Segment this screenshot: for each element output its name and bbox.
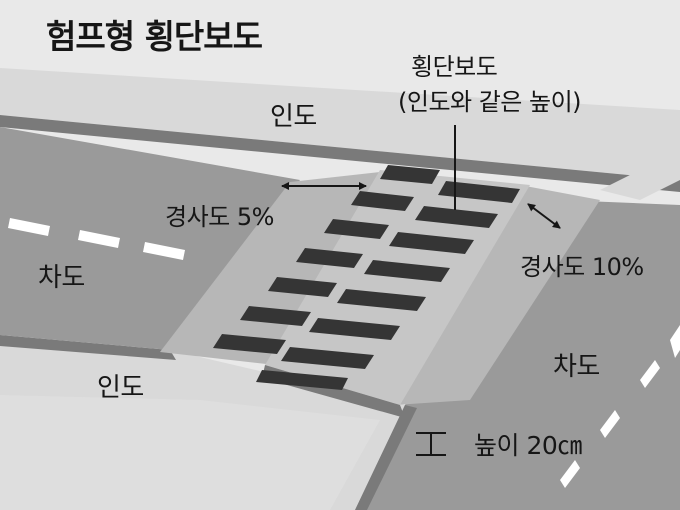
sidewalk-bottom-inner <box>0 395 380 510</box>
stripe <box>268 277 337 297</box>
label-crosswalk-note: (인도와 같은 높이) <box>398 88 582 116</box>
label-sidewalk-bottom: 인도 <box>97 373 144 403</box>
lane-dash <box>143 242 185 260</box>
stripe <box>213 334 286 354</box>
stripe <box>240 306 311 326</box>
road-left <box>0 127 300 350</box>
curb-top <box>0 115 680 192</box>
stripe <box>389 232 474 254</box>
crosswalk-stripes <box>213 165 520 390</box>
diagram-title: 험프형 횡단보도 <box>46 17 263 56</box>
stripe <box>380 165 440 184</box>
lane-dash <box>600 410 620 438</box>
label-ramp-5: 경사도 5% <box>165 203 274 231</box>
lane-dash <box>670 325 680 358</box>
hump-surface <box>265 170 530 405</box>
lane-dash <box>640 360 660 388</box>
ramp-10-dimension-arrow <box>527 203 561 229</box>
ramp-right <box>395 185 600 405</box>
stripe <box>415 206 498 228</box>
stripe <box>296 248 363 268</box>
stripe <box>351 191 414 211</box>
lane-dash <box>78 230 120 248</box>
stripe <box>324 219 389 239</box>
height-symbol <box>416 432 446 456</box>
stripe <box>337 289 426 311</box>
sidewalk-top <box>0 68 680 180</box>
curb-bottom <box>0 335 176 360</box>
label-height: 높이 20㎝ <box>474 431 582 460</box>
stripe <box>309 318 400 340</box>
lane-dash <box>560 460 580 488</box>
lane-markings <box>8 218 680 488</box>
stripe <box>256 370 348 390</box>
sidewalk-corner-right <box>600 150 680 200</box>
label-crosswalk: 횡단보도 <box>411 53 498 81</box>
stripe <box>281 347 374 369</box>
stripe <box>364 260 450 282</box>
label-sidewalk-top: 인도 <box>270 102 317 132</box>
label-road-left: 차도 <box>38 263 85 293</box>
label-road-right: 차도 <box>553 352 600 382</box>
stripe <box>438 181 520 203</box>
label-ramp-10: 경사도 10% <box>520 253 644 281</box>
ramp-left <box>160 172 380 365</box>
lane-dash <box>8 218 50 236</box>
curb-right <box>355 405 417 510</box>
